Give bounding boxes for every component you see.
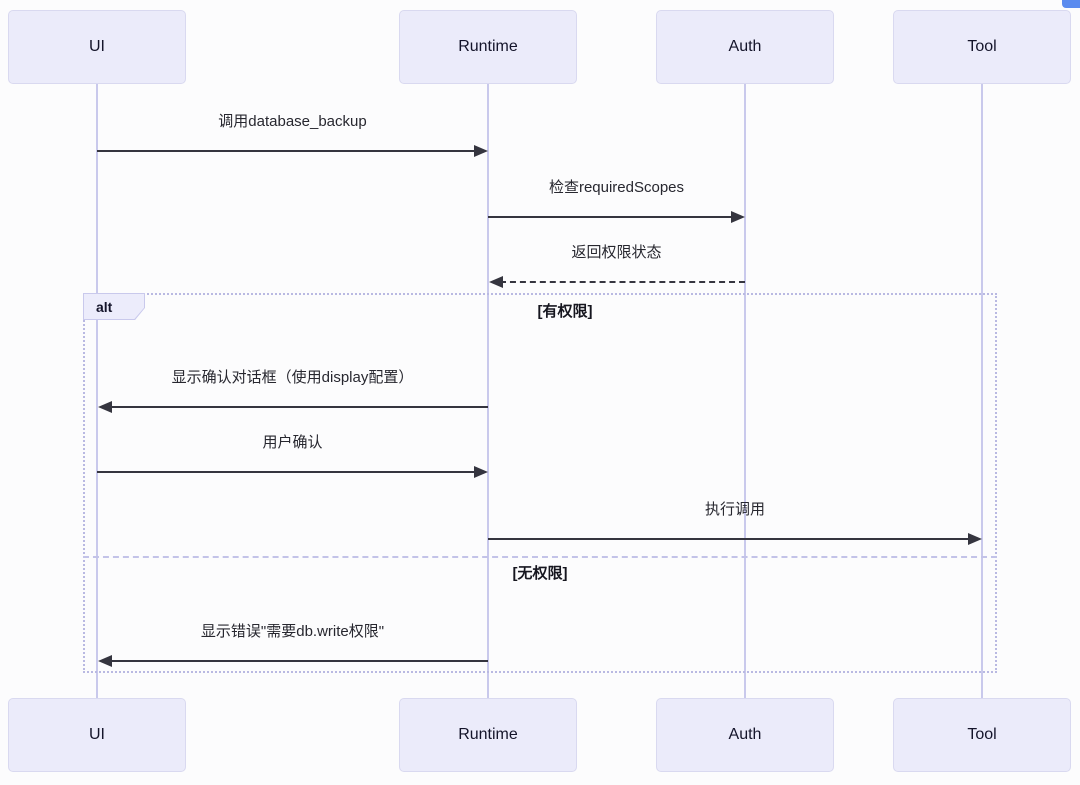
message-line	[488, 538, 970, 540]
alt-frame-tab-label: alt	[84, 294, 144, 319]
arrowhead-right-icon	[968, 533, 982, 545]
message-label: 检查requiredScopes	[548, 179, 685, 196]
message-label: 显示确认对话框（使用display配置）	[171, 369, 414, 386]
actor-label: Runtime	[458, 38, 518, 55]
actor-label: Tool	[967, 38, 997, 55]
alt-frame-divider	[83, 556, 997, 558]
arrowhead-left-icon	[98, 655, 112, 667]
actor-label: Runtime	[458, 726, 518, 743]
arrowhead-right-icon	[731, 211, 745, 223]
message-label: 用户确认	[262, 434, 323, 451]
message-line	[97, 150, 476, 152]
actor-box-tool-top: Tool	[893, 10, 1071, 84]
actor-box-ui-bottom: UI	[8, 698, 186, 772]
message-line	[97, 471, 476, 473]
arrowhead-right-icon	[474, 466, 488, 478]
lifeline-runtime	[487, 84, 489, 698]
message-line	[109, 660, 488, 662]
arrowhead-left-icon	[489, 276, 503, 288]
actor-box-tool-bottom: Tool	[893, 698, 1071, 772]
actor-label: Auth	[728, 38, 762, 55]
cropped-blue-button[interactable]	[1062, 0, 1080, 8]
actor-label: Tool	[967, 726, 997, 743]
lifeline-ui	[96, 84, 98, 698]
message-label: 显示错误"需要db.write权限"	[200, 623, 385, 640]
message-label: 执行调用	[704, 501, 765, 518]
actor-box-auth-bottom: Auth	[656, 698, 834, 772]
arrowhead-right-icon	[474, 145, 488, 157]
actor-box-auth-top: Auth	[656, 10, 834, 84]
arrowhead-left-icon	[98, 401, 112, 413]
actor-label: UI	[89, 38, 105, 55]
alt-frame	[83, 293, 997, 673]
actor-label: UI	[89, 726, 105, 743]
lifeline-auth	[744, 84, 746, 698]
message-label: 返回权限状态	[571, 244, 662, 261]
actor-box-runtime-bottom: Runtime	[399, 698, 577, 772]
message-line	[109, 406, 488, 408]
alt-condition-denied: [无权限]	[512, 565, 568, 582]
actor-box-ui-top: UI	[8, 10, 186, 84]
actor-label: Auth	[728, 726, 762, 743]
message-line	[488, 216, 733, 218]
actor-box-runtime-top: Runtime	[399, 10, 577, 84]
message-line-dashed	[500, 281, 745, 283]
alt-condition-granted: [有权限]	[537, 303, 593, 320]
alt-frame-tab: alt	[83, 293, 145, 320]
lifeline-tool	[981, 84, 983, 698]
message-label: 调用database_backup	[218, 113, 367, 130]
